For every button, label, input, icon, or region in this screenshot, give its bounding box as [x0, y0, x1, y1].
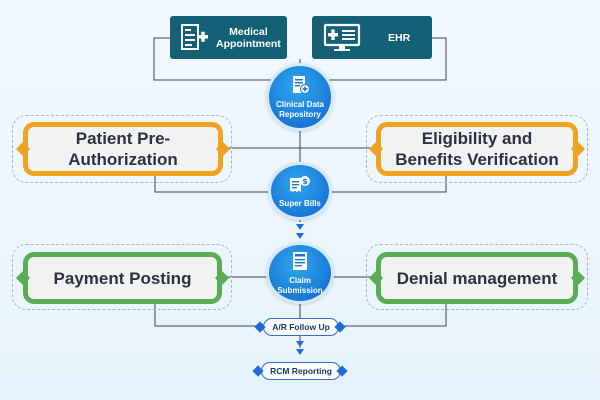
arrow-down: [296, 224, 304, 230]
medical-form-icon: [178, 23, 210, 53]
pre-authorization-frame: [12, 115, 232, 183]
arrow-down: [296, 349, 304, 355]
clinical-data-repository-label: Clinical Data Repository: [275, 100, 324, 119]
denial-management-box: Denial management: [376, 252, 578, 304]
arrow-down: [296, 341, 304, 347]
medical-appointment-box: Medical Appointment: [170, 16, 287, 59]
svg-text:$: $: [302, 177, 308, 186]
payment-posting-box: Payment Posting: [23, 252, 222, 304]
payment-posting-frame: [12, 244, 232, 310]
arrow-down: [296, 233, 304, 239]
payment-posting-label: Payment Posting: [53, 268, 192, 288]
eligibility-frame: [366, 115, 588, 183]
denial-management-frame: [366, 244, 588, 310]
super-bills-hub: $ Super Bills: [268, 162, 332, 220]
claim-form-icon: [292, 251, 308, 276]
ehr-box: EHR: [312, 16, 432, 59]
patient-pre-authorization-label: Patient Pre- Authorization: [68, 129, 178, 169]
rcm-reporting-label: RCM Reporting: [270, 366, 332, 376]
eligibility-benefits-box: Eligibility and Benefits Verification: [376, 122, 578, 176]
document-cross-icon: [289, 75, 311, 100]
claim-submission-hub: Claim Submission: [266, 242, 334, 304]
ar-follow-up-label: A/R Follow Up: [272, 322, 330, 332]
monitor-cross-icon: [322, 22, 362, 54]
ar-follow-up-pill: A/R Follow Up: [263, 318, 339, 336]
receipt-dollar-icon: $: [287, 174, 313, 199]
rcm-reporting-pill: RCM Reporting: [261, 362, 341, 380]
patient-pre-authorization-box: Patient Pre- Authorization: [23, 122, 223, 176]
medical-appointment-label: Medical Appointment: [216, 25, 281, 50]
super-bills-label: Super Bills: [279, 198, 321, 208]
ehr-label: EHR: [388, 31, 411, 44]
eligibility-benefits-label: Eligibility and Benefits Verification: [395, 129, 559, 169]
clinical-data-repository-hub: Clinical Data Repository: [266, 63, 334, 131]
denial-management-label: Denial management: [396, 268, 558, 288]
claim-submission-label: Claim Submission: [277, 276, 323, 295]
